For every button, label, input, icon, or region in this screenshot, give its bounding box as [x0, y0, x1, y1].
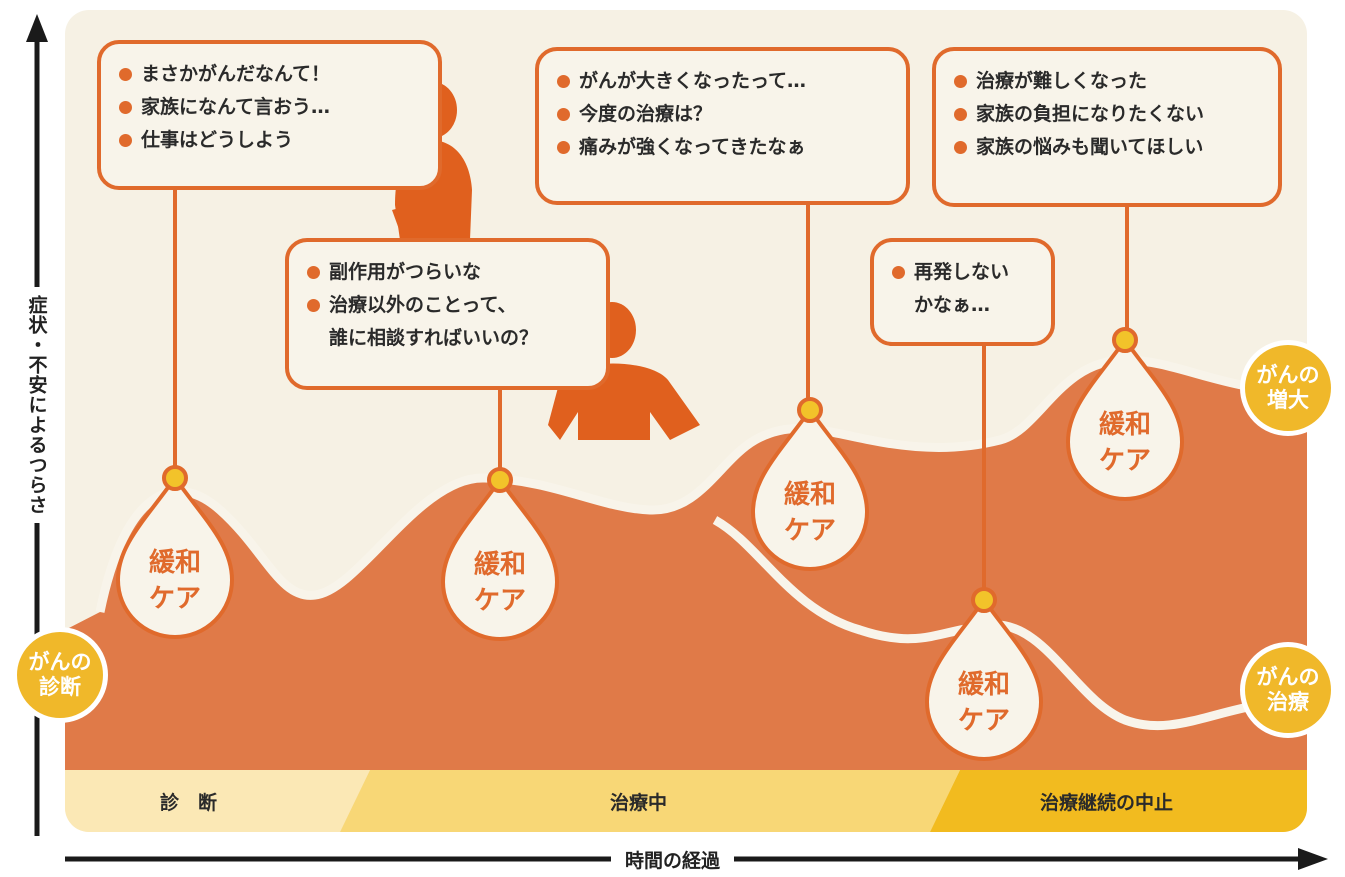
- drop-4: [924, 596, 1044, 761]
- diagnosis-circle: がんの診断: [12, 627, 108, 723]
- thought-bubble-progression: がんが大きくなったって… 今度の治療は？ 痛みが強くなってきたなぁ: [535, 47, 910, 205]
- growth-circle: がんの増大: [1240, 340, 1336, 436]
- treatment-circle: がんの治療: [1240, 642, 1336, 738]
- thought-line: 家族の悩みも聞いてほしい: [954, 131, 1264, 164]
- thought-bubble-diagnosis: まさかがんだなんて！ 家族になんて言おう… 仕事はどうしよう: [97, 40, 442, 190]
- thought-line: 仕事はどうしよう: [119, 124, 424, 157]
- thought-line: がんが大きくなったって…: [557, 65, 892, 98]
- thought-line: 今度の治療は？: [557, 98, 892, 131]
- bullet-dot: [954, 75, 967, 88]
- thought-line: 家族になんて言おう…: [119, 91, 424, 124]
- bullet-dot: [307, 266, 320, 279]
- bullet-dot: [557, 75, 570, 88]
- point-3: [797, 397, 823, 423]
- phase-label-diagnosis: 診 断: [160, 791, 218, 814]
- bullet-dot: [307, 299, 320, 312]
- bullet-dot: [119, 68, 132, 81]
- care-label-3: 緩和ケア: [783, 480, 836, 546]
- thought-bubble-side-effects: 副作用がつらいな 治療以外のことって、 誰に相談すればいいの？: [285, 238, 610, 390]
- bullet-dot: [954, 108, 967, 121]
- bullet-dot: [954, 141, 967, 154]
- phase-label-discontinue: 治療継続の中止: [1040, 791, 1174, 814]
- thought-line: 誰に相談すればいいの？: [329, 327, 539, 349]
- x-axis-arrowhead: [1298, 848, 1328, 870]
- thought-bubble-recurrence: 再発しない かなぁ…: [870, 238, 1055, 346]
- phase-band-discontinue: [930, 770, 1307, 832]
- thought-line: 再発しない: [892, 256, 1037, 289]
- thought-line: かなぁ…: [914, 294, 991, 316]
- point-1: [162, 465, 188, 491]
- thought-line: 治療が難しくなった: [954, 65, 1264, 98]
- care-label-4: 緩和ケア: [957, 670, 1010, 736]
- drop-3: [750, 406, 870, 571]
- y-axis-label: 症状・不安によるつらさ: [20, 240, 54, 570]
- y-axis-arrowhead: [26, 14, 48, 42]
- bullet-dot: [892, 266, 905, 279]
- bullet-dot: [557, 141, 570, 154]
- drop-1: [115, 474, 235, 639]
- care-label-1: 緩和ケア: [148, 548, 201, 614]
- thought-line: 治療以外のことって、: [307, 289, 592, 322]
- thought-line: 痛みが強くなってきたなぁ: [557, 131, 892, 164]
- drop-5: [1065, 336, 1185, 501]
- care-label-5: 緩和ケア: [1098, 410, 1151, 476]
- point-2: [487, 467, 513, 493]
- drop-2: [440, 476, 560, 641]
- phase-band-treatment: [340, 770, 960, 832]
- phase-label-treatment: 治療中: [610, 791, 668, 814]
- point-4: [971, 587, 997, 613]
- thought-line: まさかがんだなんて！: [119, 58, 424, 91]
- bullet-dot: [119, 101, 132, 114]
- care-label-2: 緩和ケア: [473, 550, 526, 616]
- phase-band-diagnosis: [65, 770, 370, 832]
- upper-curve: [95, 355, 1307, 613]
- bullet-dot: [557, 108, 570, 121]
- bullet-dot: [119, 134, 132, 147]
- thought-line: 副作用がつらいな: [307, 256, 592, 289]
- thought-bubble-discontinue: 治療が難しくなった 家族の負担になりたくない 家族の悩みも聞いてほしい: [932, 47, 1282, 207]
- point-5: [1112, 327, 1138, 353]
- x-axis-label: 時間の経過: [0, 846, 1345, 873]
- thought-line: 家族の負担になりたくない: [954, 98, 1264, 131]
